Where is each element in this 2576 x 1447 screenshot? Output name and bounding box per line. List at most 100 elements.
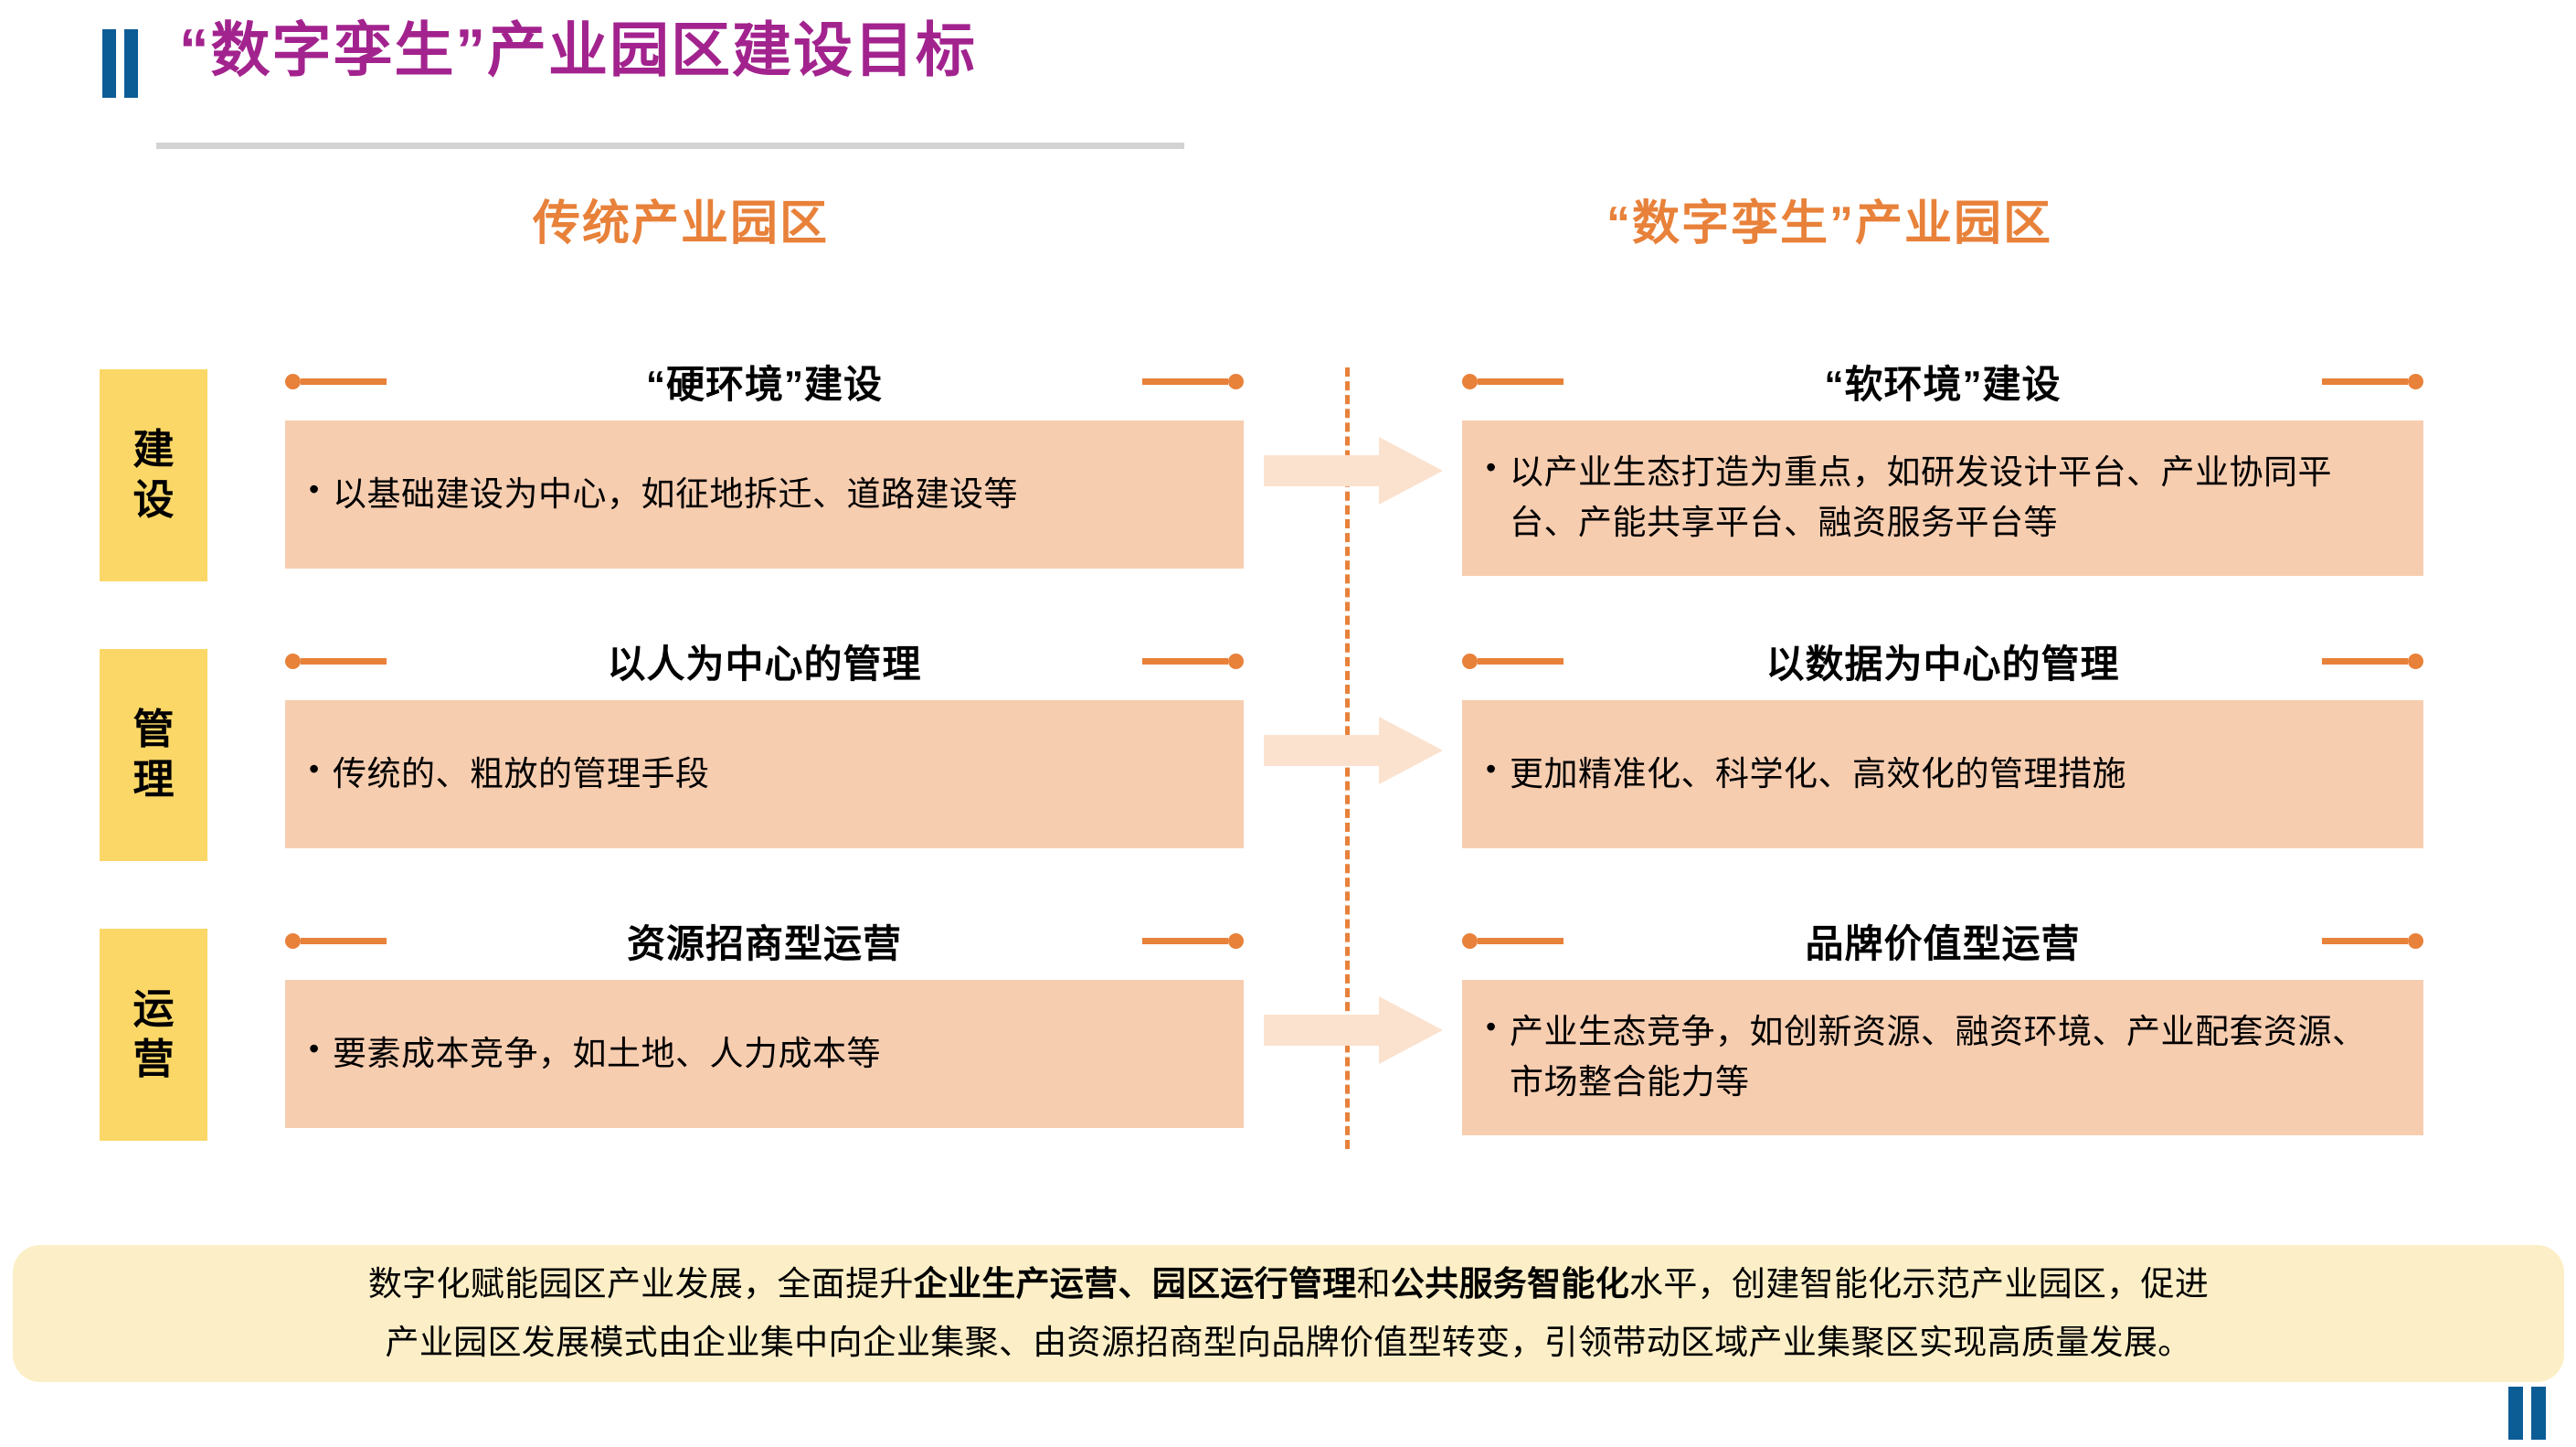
panel-heading: 以人为中心的管理 bbox=[285, 633, 1244, 689]
panel-body: 更加精准化、科学化、高效化的管理措施 bbox=[1462, 700, 2423, 848]
summary-text-2: 和 bbox=[1356, 1264, 1391, 1303]
heading-deco-left-icon bbox=[1462, 932, 1564, 949]
deco-dot bbox=[1227, 653, 1244, 669]
heading-deco-right-icon bbox=[2321, 373, 2423, 389]
heading-deco-left-icon bbox=[285, 932, 387, 949]
footer-accent-bar-1 bbox=[2508, 1387, 2523, 1440]
panel-heading: 资源招商型运营 bbox=[285, 912, 1244, 969]
right-arrow-icon bbox=[1264, 437, 1443, 505]
panel-body: 要素成本竞争，如土地、人力成本等 bbox=[285, 980, 1244, 1128]
right-arrow-icon bbox=[1264, 717, 1443, 784]
deco-line bbox=[301, 937, 387, 944]
column-header-traditional: 传统产业园区 bbox=[533, 197, 830, 250]
category-tab-management: 管 理 bbox=[100, 649, 207, 861]
heading-deco-left-icon bbox=[1462, 653, 1564, 669]
deco-dot bbox=[1462, 932, 1478, 949]
panel-heading-text: 以数据为中心的管理 bbox=[1765, 642, 2120, 686]
panel-digital-operation: 品牌价值型运营 产业生态竞争，如创新资源、融资环境、产业配套资源、市场整合能力等 bbox=[1462, 912, 2423, 1135]
summary-line-2: 产业园区发展模式由企业集中向企业集聚、由资源招商型向品牌价值型转变，引领带动区域… bbox=[385, 1324, 2192, 1361]
deco-dot bbox=[2407, 653, 2423, 669]
heading-deco-right-icon bbox=[2321, 653, 2423, 669]
deco-line bbox=[1141, 937, 1228, 944]
heading-deco-left-icon bbox=[285, 373, 387, 389]
heading-deco-right-icon bbox=[2321, 932, 2423, 949]
panel-digital-management: 以数据为中心的管理 更加精准化、科学化、高效化的管理措施 bbox=[1462, 633, 2423, 848]
panel-heading: 品牌价值型运营 bbox=[1462, 912, 2423, 969]
deco-dot bbox=[2407, 373, 2423, 389]
panel-heading-text: 资源招商型运营 bbox=[626, 921, 902, 965]
panel-heading: “软环境”建设 bbox=[1462, 353, 2423, 410]
comparison-row: 运 营 资源招商型运营 要素成本竞争，如土地、人力成本等 bbox=[0, 912, 2576, 1159]
summary-line-1: 数字化赋能园区产业发展，全面提升企业生产运营、园区运行管理和公共服务智能化水平，… bbox=[368, 1262, 2209, 1306]
summary-bold-1: 企业生产运营、园区运行管理 bbox=[913, 1264, 1357, 1303]
category-char: 营 bbox=[133, 1036, 175, 1082]
comparison-row: 管 理 以人为中心的管理 传统的、粗放的管理手段 bbox=[0, 633, 2576, 879]
deco-line bbox=[2321, 657, 2408, 665]
panel-heading: 以数据为中心的管理 bbox=[1462, 633, 2423, 689]
bullet-item: 要素成本竞争，如土地、人力成本等 bbox=[309, 1027, 881, 1080]
comparison-row: 建 设 “硬环境”建设 以基础建设为中心，如征地拆迁、道路建设等 bbox=[0, 353, 2576, 600]
summary-text-3: 水平，创建智能化示范产业园区，促进 bbox=[1629, 1264, 2210, 1303]
deco-dot bbox=[2407, 932, 2423, 949]
deco-dot bbox=[1462, 373, 1478, 389]
category-tab-operation: 运 营 bbox=[100, 929, 207, 1141]
bullet-item: 传统的、粗放的管理手段 bbox=[309, 748, 710, 800]
panel-heading: “硬环境”建设 bbox=[285, 353, 1244, 410]
panel-traditional-operation: 资源招商型运营 要素成本竞争，如土地、人力成本等 bbox=[285, 912, 1244, 1128]
category-char: 建 bbox=[133, 426, 175, 473]
category-char: 运 bbox=[133, 985, 175, 1033]
right-arrow-icon bbox=[1264, 996, 1443, 1064]
heading-deco-left-icon bbox=[1462, 373, 1564, 389]
panel-body: 产业生态竞争，如创新资源、融资环境、产业配套资源、市场整合能力等 bbox=[1462, 980, 2423, 1135]
summary-bold-2: 公共服务智能化 bbox=[1390, 1264, 1630, 1303]
heading-deco-right-icon bbox=[1141, 373, 1244, 389]
panel-body: 传统的、粗放的管理手段 bbox=[285, 700, 1244, 848]
deco-line bbox=[1478, 937, 1564, 944]
summary-text-1: 数字化赋能园区产业发展，全面提升 bbox=[367, 1264, 914, 1303]
panel-digital-construction: “软环境”建设 以产业生态打造为重点，如研发设计平台、产业协同平台、产能共享平台… bbox=[1462, 353, 2423, 576]
deco-line bbox=[1141, 657, 1228, 665]
deco-line bbox=[1478, 657, 1564, 665]
panel-body: 以产业生态打造为重点，如研发设计平台、产业协同平台、产能共享平台、融资服务平台等 bbox=[1462, 420, 2423, 576]
bullet-item: 产业生态竞争，如创新资源、融资环境、产业配套资源、市场整合能力等 bbox=[1486, 1005, 2400, 1108]
page-title: “数字孪生”产业园区建设目标 bbox=[179, 16, 978, 83]
bullet-item: 以基础建设为中心，如征地拆迁、道路建设等 bbox=[309, 468, 1018, 520]
summary-callout-box: 数字化赋能园区产业发展，全面提升企业生产运营、园区运行管理和公共服务智能化水平，… bbox=[13, 1245, 2564, 1382]
deco-dot bbox=[1462, 653, 1478, 669]
title-underline-divider bbox=[156, 143, 1184, 149]
deco-dot bbox=[285, 653, 301, 669]
title-accent-bar-1 bbox=[102, 29, 116, 98]
title-accent-bars-icon bbox=[102, 29, 143, 98]
panel-traditional-construction: “硬环境”建设 以基础建设为中心，如征地拆迁、道路建设等 bbox=[285, 353, 1244, 569]
title-accent-bar-2 bbox=[124, 29, 138, 98]
heading-deco-right-icon bbox=[1141, 653, 1244, 669]
panel-body: 以基础建设为中心，如征地拆迁、道路建设等 bbox=[285, 420, 1244, 569]
heading-deco-left-icon bbox=[285, 653, 387, 669]
bullet-item: 以产业生态打造为重点，如研发设计平台、产业协同平台、产能共享平台、融资服务平台等 bbox=[1486, 446, 2400, 548]
panel-heading-text: “硬环境”建设 bbox=[645, 362, 883, 406]
panel-heading-text: 以人为中心的管理 bbox=[607, 642, 922, 686]
panel-traditional-management: 以人为中心的管理 传统的、粗放的管理手段 bbox=[285, 633, 1244, 848]
deco-dot bbox=[285, 373, 301, 389]
category-char: 设 bbox=[133, 476, 175, 523]
deco-line bbox=[1141, 378, 1228, 385]
deco-line bbox=[2321, 378, 2408, 385]
category-tab-construction: 建 设 bbox=[100, 369, 207, 581]
category-char: 理 bbox=[133, 756, 175, 803]
deco-line bbox=[301, 657, 387, 665]
panel-heading-text: 品牌价值型运营 bbox=[1805, 921, 2081, 965]
slide-title-block: “数字孪生”产业园区建设目标 bbox=[0, 0, 2576, 160]
deco-dot bbox=[1227, 932, 1244, 949]
deco-line bbox=[2321, 937, 2408, 944]
category-char: 管 bbox=[133, 706, 175, 753]
bullet-item: 更加精准化、科学化、高效化的管理措施 bbox=[1486, 748, 2126, 800]
deco-line bbox=[1478, 378, 1564, 385]
deco-line bbox=[301, 378, 387, 385]
column-header-digital-twin: “数字孪生”产业园区 bbox=[1606, 197, 2053, 250]
deco-dot bbox=[1227, 373, 1244, 389]
footer-accent-bars-icon bbox=[2508, 1387, 2547, 1440]
heading-deco-right-icon bbox=[1141, 932, 1244, 949]
panel-heading-text: “软环境”建设 bbox=[1824, 362, 2062, 406]
deco-dot bbox=[285, 932, 301, 949]
footer-accent-bar-2 bbox=[2531, 1387, 2546, 1440]
